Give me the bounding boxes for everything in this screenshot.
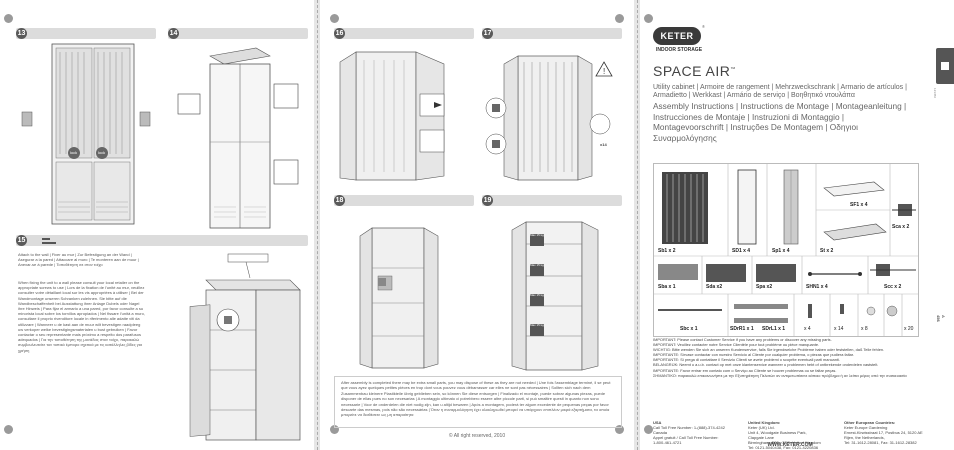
assembly-instructions-title: Assembly Instructions | Instructions de … <box>653 101 907 143</box>
max-load-label: Max 15 kg <box>530 233 544 237</box>
contact-usa: USA Call Toll Free Number: 1-(888)-374-4… <box>653 420 725 445</box>
after-assembly-text: After assembly is completed there may be… <box>341 380 611 418</box>
step-19-number: 19 <box>482 195 493 206</box>
important-note: BELANGRIJK: Neemt u a.u.b. contact op me… <box>653 362 879 368</box>
part-sb1-label: Sb1 x 2 <box>658 248 676 254</box>
svg-text:!: ! <box>603 67 605 76</box>
part-sbc-label: Sbc x 1 <box>680 326 698 332</box>
step-16-number: 16 <box>334 28 345 39</box>
binding-hole <box>330 425 339 434</box>
important-note: IMPORTANTE: Si prega di contattare il Se… <box>653 357 840 363</box>
step-19-bar <box>482 195 622 206</box>
step-15-illustration <box>189 253 301 441</box>
step-17-number: 17 <box>482 28 493 39</box>
panel-left: 13 lock lock 14 15 <box>0 0 314 450</box>
important-note: IMPORTANTE: Favor entrar em contato com … <box>653 367 837 373</box>
step-13-bar <box>16 28 156 39</box>
parts-list: Sb1 x 2 SD1 x 4 Sp1 x 4 SF1 x 4 St x 2 S… <box>653 163 919 337</box>
part-sdl1-label: SDrL1 x 1 <box>762 326 786 332</box>
brand-subtitle: INDOOR STORAGE <box>656 47 703 53</box>
wall-attach-text: Attach to the wall | Fixer au mur | Zur … <box>18 252 139 268</box>
contact-uk: United Kingdom: Keter (UK) Ltd. Unit 4, … <box>748 420 821 450</box>
part-sdr1-label: SDrR1 x 1 <box>730 326 754 332</box>
important-note: ΣΗΜΑΝΤΙΚΟ: παρακαλώ επικοινωνήστε με την… <box>653 372 907 378</box>
tab-code: 123456 <box>933 88 937 99</box>
part-x8-label: x 8 <box>861 326 868 332</box>
part-st-label: St x 2 <box>820 248 834 254</box>
binding-hole <box>4 14 13 23</box>
panel-middle: 16 17 ! x14 18 <box>320 0 634 450</box>
product-name: SPACE AIR <box>653 63 731 79</box>
part-scc-label: Scc x 2 <box>884 284 902 290</box>
fold-line <box>317 0 318 450</box>
important-note: WICHTIG: Bitte wenden Sie sich an unsere… <box>653 347 885 353</box>
page-code: A 456 <box>936 315 946 322</box>
product-trademark: ™ <box>730 66 736 73</box>
step-18-number: 18 <box>334 195 345 206</box>
lock-tag: lock <box>70 150 78 155</box>
part-sda-label: Sda x2 <box>706 284 723 290</box>
step-14-bar <box>168 28 308 39</box>
binding-hole <box>644 425 653 434</box>
part-x20-label: x 20 <box>904 326 914 332</box>
important-note: IMPORTANT: Veuillez contacter notre Serv… <box>653 342 820 348</box>
max-load-label: Max 15 kg <box>530 263 544 267</box>
max-load-label: Max 15 kg <box>530 323 544 327</box>
x14-tag: x14 <box>600 142 607 147</box>
binding-hole <box>644 14 653 23</box>
part-sf1-label: SF1 x 4 <box>850 202 868 208</box>
step-18-bar <box>334 195 474 206</box>
part-x14-label: x 14 <box>834 326 844 332</box>
step-17-bar <box>482 28 622 39</box>
step-16-illustration <box>339 51 445 181</box>
step-19-illustration <box>511 221 599 371</box>
website-link[interactable]: WWW.KETER.COM <box>767 442 813 448</box>
part-x4-label: x 4 <box>804 326 811 332</box>
binding-hole <box>615 425 624 434</box>
part-sd1-label: SD1 x 4 <box>732 248 751 254</box>
keter-logo: KETER <box>653 27 701 45</box>
step-17-illustration: ! <box>485 55 613 181</box>
part-sba-label: Sba x 1 <box>658 284 676 290</box>
product-subtitle: Utility cabinet | Armoire de rangement |… <box>653 84 907 99</box>
step-16-bar <box>334 28 474 39</box>
part-sca-label: Sca x 2 <box>892 224 910 230</box>
binding-hole <box>615 14 624 23</box>
after-assembly-box: After assembly is completed there may be… <box>334 376 622 428</box>
binding-hole <box>330 14 339 23</box>
max-load-label: Max 15 kg <box>530 293 544 297</box>
part-shn1-label: SHN1 x 4 <box>806 284 828 290</box>
fold-line <box>637 0 638 450</box>
important-note: IMPORTANTE: Sírvase contactar con nuestr… <box>653 352 854 358</box>
lock-tag: lock <box>98 150 106 155</box>
screw-icon <box>42 238 56 244</box>
wall-paragraph: When fixing the unit to a wall please co… <box>18 280 145 353</box>
binding-hole <box>4 425 13 434</box>
step-13-illustration <box>21 43 151 225</box>
parts-grid-lines <box>654 164 918 336</box>
step-15-number: 15 <box>16 235 27 246</box>
step-13-number: 13 <box>16 28 27 39</box>
important-note: IMPORTANT: Please contact Customer Servi… <box>653 337 832 342</box>
contact-europe: Other European Countries: Keter Europe G… <box>844 420 923 445</box>
panel-cover: KETER ® INDOOR STORAGE SPACE AIR™ Utilit… <box>640 0 954 450</box>
important-notes: IMPORTANT: Please contact Customer Servi… <box>653 337 933 378</box>
copyright: © All right reserved, 2010 <box>448 433 506 439</box>
step-15-bar <box>16 235 308 246</box>
part-spa-label: Spa x2 <box>756 284 773 290</box>
step-14-illustration <box>177 47 299 229</box>
side-tab <box>936 48 954 84</box>
part-sp1-label: Sp1 x 4 <box>772 248 790 254</box>
step-14-number: 14 <box>168 28 179 39</box>
step-18-illustration <box>359 227 439 369</box>
